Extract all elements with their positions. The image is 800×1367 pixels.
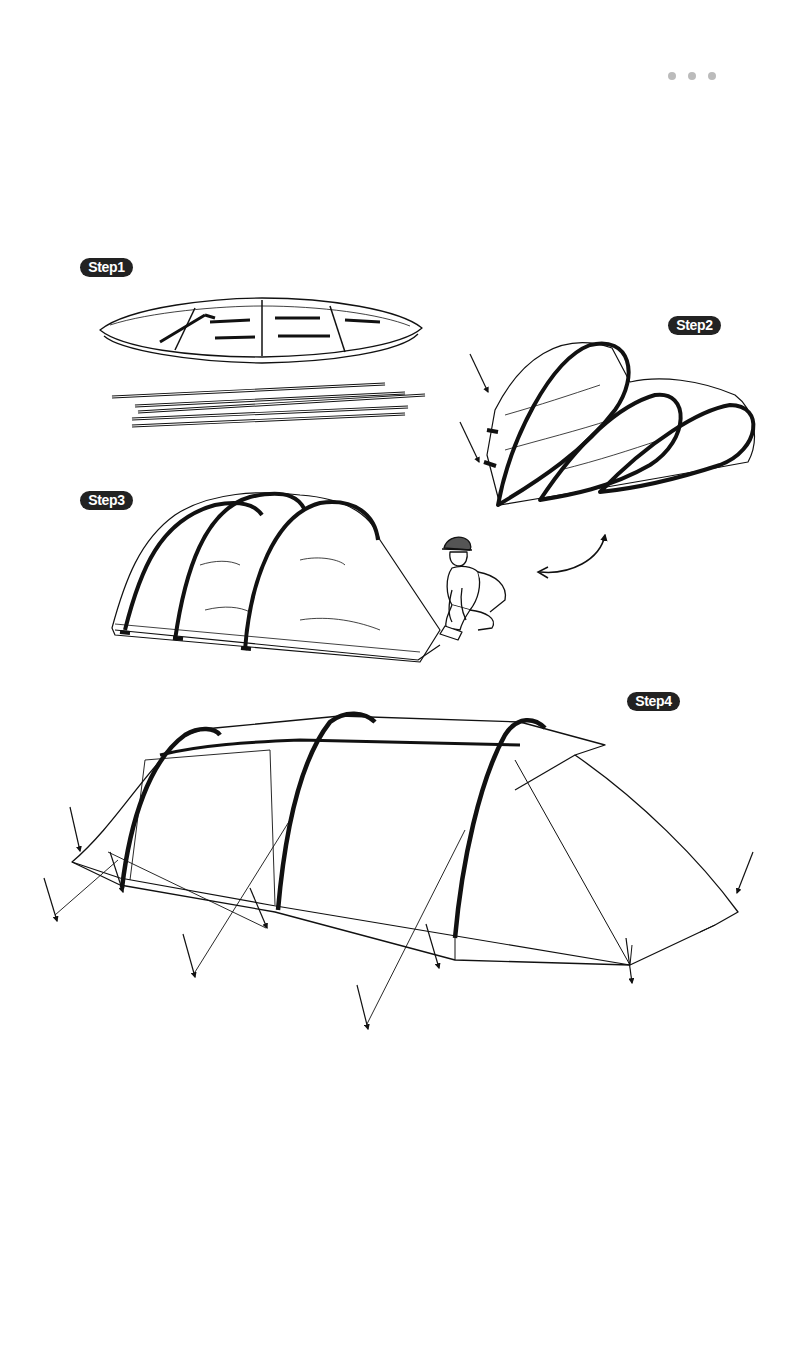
step-label: Step4 [635,692,672,711]
step-label: Step1 [88,258,125,277]
tent-poles [112,384,425,426]
step-label: Step3 [88,491,125,510]
step-badge: Step2 [668,316,721,335]
flat-tent [100,298,422,363]
step-badge: Step1 [80,258,133,277]
step-label: Step2 [676,316,713,335]
step-badge: Step3 [80,491,133,510]
person-figure [440,537,505,640]
stake-arrows [44,807,753,1029]
tent-erected [55,714,738,1024]
step-badge: Step4 [627,692,680,711]
tent-arches-flat [460,343,754,505]
tent-raising [112,493,440,662]
rotate-arrow [540,535,605,572]
menu-dots [668,72,716,80]
